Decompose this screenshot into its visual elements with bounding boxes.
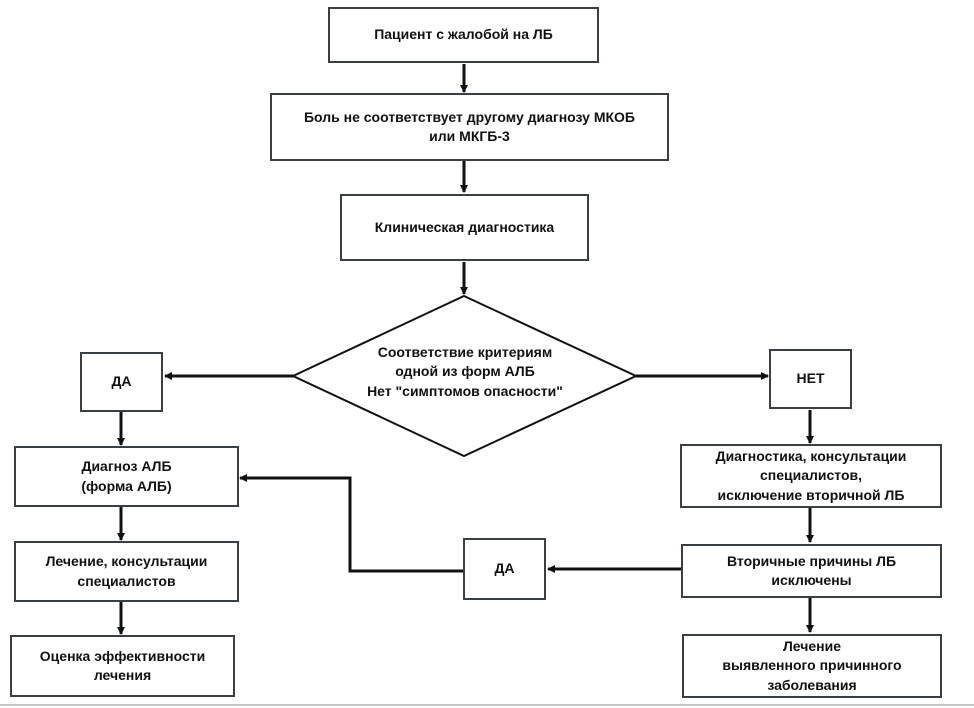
start-text: Пациент с жалобой на ЛБ: [374, 26, 553, 43]
exclusion-box: Боль не соответствует другому диагнозу М…: [270, 93, 669, 161]
diagnosis-text: Диагноз АЛБ (форма АЛБ): [81, 458, 172, 494]
secondary-excluded-box: Вторичные причины ЛБ исключены: [681, 544, 942, 598]
no-right-text: НЕТ: [796, 370, 825, 387]
specialist-diagnostics-box: Диагностика, консультации специалистов, …: [680, 444, 942, 508]
clinical-diagnostics-box: Клиническая диагностика: [340, 194, 589, 261]
bottom-divider: [0, 704, 974, 706]
no-right-box: НЕТ: [769, 349, 852, 409]
treatment-text: Лечение, консультации специалистов: [45, 553, 208, 589]
yes-middle-text: ДА: [494, 560, 515, 577]
diagnosis-box: Диагноз АЛБ (форма АЛБ): [14, 446, 239, 507]
yes-left-text: ДА: [111, 373, 132, 390]
treatment-box: Лечение, консультации специалистов: [14, 541, 239, 602]
clinical-diagnostics-text: Клиническая диагностика: [374, 218, 555, 235]
specialist-diagnostics-text: Диагностика, консультации специалистов, …: [715, 448, 907, 503]
decision-text: Соответствие критериям одной из форм АЛБ…: [367, 344, 563, 399]
exclusion-text: Боль не соответствует другому диагнозу М…: [303, 108, 635, 144]
secondary-excluded-text: Вторичные причины ЛБ исключены: [726, 552, 897, 588]
evaluation-text: Оценка эффективности лечения: [39, 647, 206, 683]
yes-left-box: ДА: [80, 352, 163, 412]
decision-diamond: [290, 294, 639, 458]
start-box: Пациент с жалобой на ЛБ: [328, 7, 599, 63]
treat-cause-text: Лечение выявленного причинного заболеван…: [722, 638, 902, 693]
arrow-yes-middle-to-diagnosis: [239, 474, 463, 573]
yes-middle-box: ДА: [463, 538, 546, 600]
treat-cause-box: Лечение выявленного причинного заболеван…: [682, 634, 942, 698]
evaluation-box: Оценка эффективности лечения: [10, 635, 235, 697]
